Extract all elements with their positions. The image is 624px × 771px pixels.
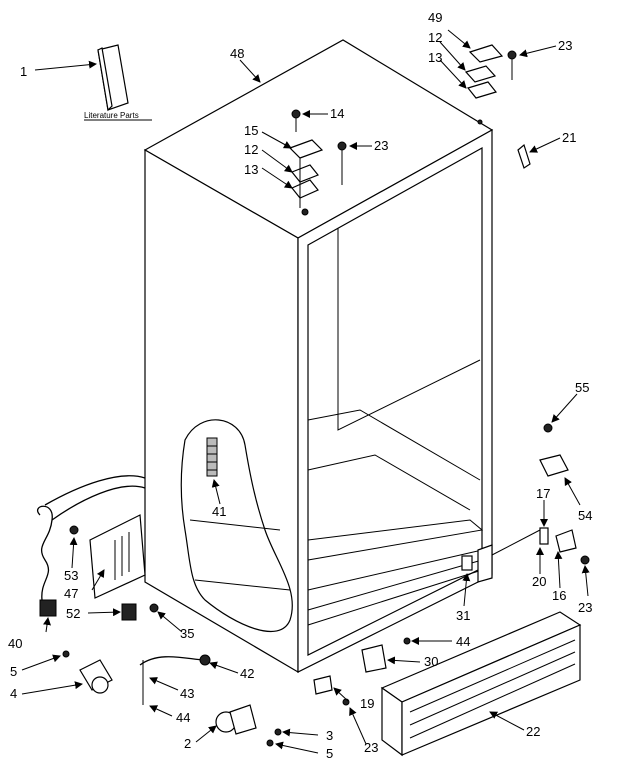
part-54-bracket	[539, 423, 569, 477]
part-2-roller	[215, 704, 282, 747]
part-41-spring	[206, 437, 218, 477]
callout-4: 4	[10, 686, 17, 701]
callout-23: 23	[364, 740, 378, 755]
leader-lines	[21, 29, 590, 754]
callout-23: 23	[578, 600, 592, 615]
callout-14: 14	[330, 106, 344, 121]
callout-12: 12	[244, 142, 258, 157]
right-hinge-stack	[464, 44, 517, 125]
callout-30: 30	[424, 654, 438, 669]
leveler-parts	[491, 527, 590, 565]
callout-47: 47	[64, 586, 78, 601]
callout-44: 44	[176, 710, 190, 725]
callout-52: 52	[66, 606, 80, 621]
part-31	[461, 555, 473, 571]
callout-13: 13	[244, 162, 258, 177]
callout-13: 13	[428, 50, 442, 65]
callout-55: 55	[575, 380, 589, 395]
left-hinge-stack	[288, 109, 347, 216]
power-cord	[37, 475, 146, 617]
callout-16: 16	[552, 588, 566, 603]
callout-labels: 1 48 49 12 13 23 14 15 23 12 13 21 55 41…	[8, 10, 592, 761]
callout-21: 21	[562, 130, 576, 145]
callout-35: 35	[180, 626, 194, 641]
callout-49: 49	[428, 10, 442, 25]
callout-48: 48	[230, 46, 244, 61]
literature-booklet	[84, 44, 152, 121]
part-22-grille	[380, 611, 582, 757]
callout-17: 17	[536, 486, 550, 501]
callout-1: 1	[20, 64, 27, 79]
callout-15: 15	[244, 123, 258, 138]
callout-19: 19	[360, 696, 374, 711]
callout-43: 43	[180, 686, 194, 701]
callout-22: 22	[526, 724, 540, 739]
callout-23: 23	[374, 138, 388, 153]
callout-12: 12	[428, 30, 442, 45]
callout-41: 41	[212, 504, 226, 519]
callout-2: 2	[184, 736, 191, 751]
callout-5: 5	[326, 746, 333, 761]
callout-44: 44	[456, 634, 470, 649]
callout-20: 20	[532, 574, 546, 589]
callout-3: 3	[326, 728, 333, 743]
callout-40: 40	[8, 636, 22, 651]
callout-54: 54	[578, 508, 592, 523]
part-30-bracket	[361, 637, 411, 673]
part-21-clip	[517, 143, 531, 169]
literature-label: Literature Parts	[84, 111, 139, 120]
callout-31: 31	[456, 608, 470, 623]
callout-23: 23	[558, 38, 572, 53]
part-4-roller	[62, 650, 113, 694]
cabinet	[143, 39, 494, 674]
callout-42: 42	[240, 666, 254, 681]
callout-5: 5	[10, 664, 17, 679]
callout-53: 53	[64, 568, 78, 583]
part-42-tube	[139, 654, 211, 705]
part-19	[313, 675, 333, 695]
